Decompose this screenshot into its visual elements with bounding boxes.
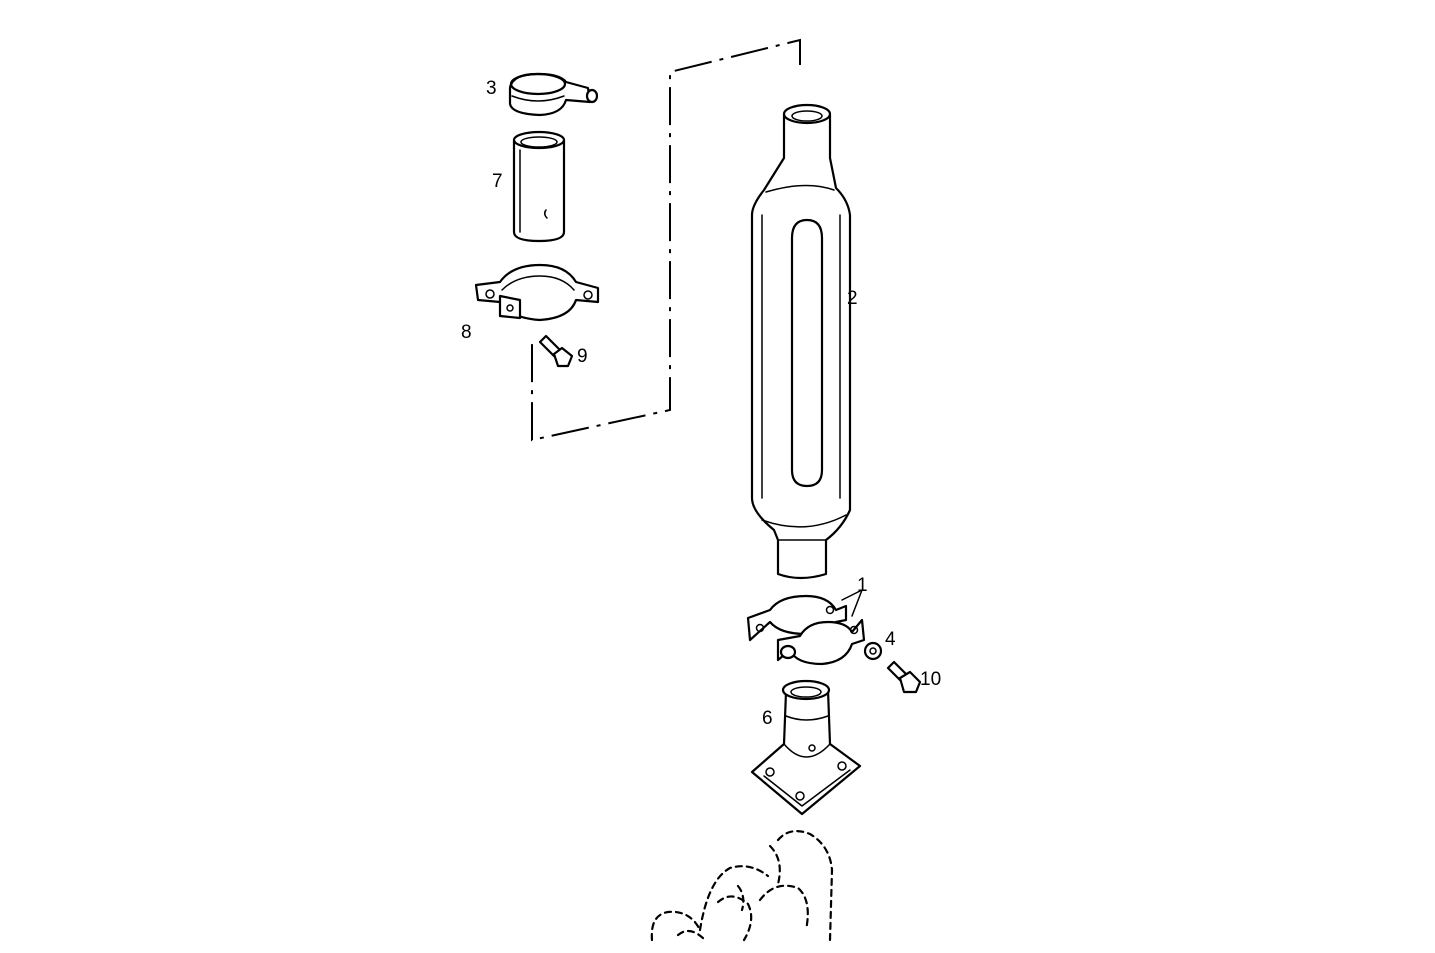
part-10-bolt: [886, 660, 922, 694]
callout-8: 8: [461, 322, 472, 343]
callout-4: 4: [885, 629, 896, 650]
callout-6: 6: [762, 708, 773, 729]
phantom-exhaust-manifold: [650, 829, 834, 942]
part-8-split-clamp: [474, 263, 600, 322]
callout-10: 10: [920, 669, 941, 690]
part-9-bolt: [538, 334, 574, 368]
callout-3: 3: [486, 78, 497, 99]
part-6-flange-adapter: [750, 679, 862, 816]
part-1-lower-clamp: [746, 589, 866, 666]
callout-2: 2: [847, 288, 858, 309]
part-7-sleeve: [512, 130, 566, 243]
part-2-main-tube: [750, 103, 852, 580]
part-3-cap-clamp: [508, 72, 599, 117]
callout-labels: 3 7 8 9 2 1 4 10 6: [461, 78, 941, 729]
part-4-washer: [863, 641, 883, 661]
assembly-leader-line: [531, 38, 801, 442]
callout-1: 1: [857, 575, 868, 596]
callout-9: 9: [577, 346, 588, 367]
callout-7: 7: [492, 171, 503, 192]
